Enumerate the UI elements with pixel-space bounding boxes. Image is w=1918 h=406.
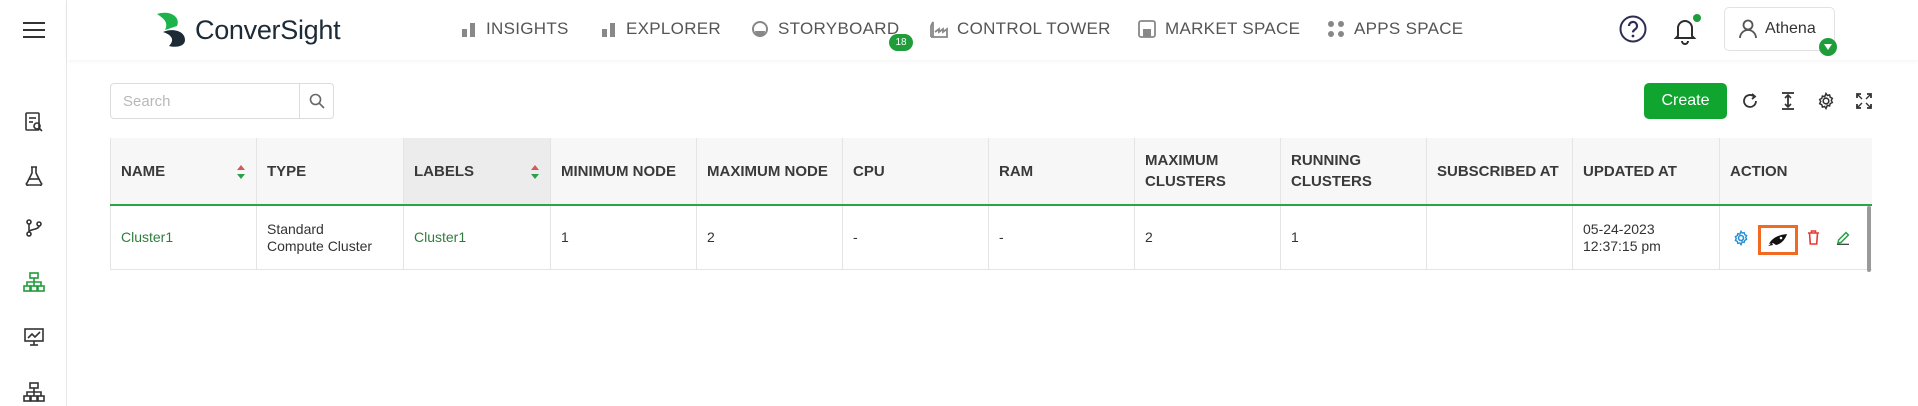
clusters-table: NAME TYPE LABELS MINIMUM NODE MAXIMUM NO…: [110, 138, 1872, 270]
table-row[interactable]: Cluster1 Standard Compute Cluster Cluste…: [110, 206, 1872, 270]
edit-pencil-icon[interactable]: [1835, 206, 1851, 269]
settings-gear-icon[interactable]: [1815, 90, 1837, 112]
cell-ram: -: [989, 206, 1135, 269]
nav-insights[interactable]: INSIGHTS: [461, 19, 569, 39]
nav-label: CONTROL TOWER: [957, 19, 1111, 38]
grid-icon: [1328, 21, 1344, 37]
top-header: [67, 0, 1918, 60]
nav-label: STORYBOARD: [778, 19, 900, 38]
column-header-minimum-node: MINIMUM NODE: [551, 138, 697, 204]
search-icon: [309, 93, 325, 109]
nav-label: EXPLORER: [626, 19, 721, 38]
nav-label: INSIGHTS: [486, 19, 569, 38]
sitemap-icon[interactable]: [20, 378, 48, 406]
nav-explorer[interactable]: EXPLORER: [601, 19, 721, 39]
column-header-subscribed-at: SUBSCRIBED AT: [1427, 138, 1573, 204]
nav-control-tower[interactable]: CONTROL TOWER: [930, 19, 1111, 39]
store-icon: [1138, 20, 1156, 38]
nav-storyboard[interactable]: STORYBOARD: [751, 19, 899, 39]
bar-chart-icon: [462, 23, 475, 37]
cell-running-clusters: 1: [1281, 206, 1427, 269]
column-header-type: TYPE: [257, 138, 404, 204]
column-header-labels[interactable]: LABELS: [404, 138, 551, 204]
search-input[interactable]: [111, 84, 299, 118]
column-header-action: ACTION: [1730, 162, 1788, 180]
delete-icon[interactable]: [1805, 206, 1821, 269]
cell-maximum-clusters: 2: [1135, 206, 1281, 269]
presentation-chart-icon[interactable]: [20, 323, 48, 351]
notification-bell-icon[interactable]: [1671, 15, 1699, 45]
cell-subscribed-at: [1427, 206, 1573, 269]
deploy-rocket-button[interactable]: [1758, 225, 1798, 255]
cell-labels[interactable]: Cluster1: [404, 206, 551, 269]
configure-gear-icon[interactable]: [1732, 206, 1750, 269]
table-header: NAME TYPE LABELS MINIMUM NODE MAXIMUM NO…: [110, 138, 1872, 206]
cell-maximum-node: 2: [697, 206, 843, 269]
git-branch-icon[interactable]: [20, 214, 48, 242]
cell-updated-at: 05-24-2023 12:37:15 pm: [1573, 206, 1720, 269]
refresh-icon[interactable]: [1739, 90, 1761, 112]
user-icon: [1739, 19, 1757, 39]
column-header-updated-at: UPDATED AT: [1573, 138, 1720, 204]
cell-minimum-node: 1: [551, 206, 697, 269]
report-search-icon[interactable]: [20, 108, 48, 136]
user-name: Athena: [1765, 20, 1816, 37]
cell-type: Standard Compute Cluster: [257, 206, 404, 269]
flask-icon[interactable]: [20, 162, 48, 190]
search-button[interactable]: [299, 84, 333, 118]
logo-text: ConverSight: [195, 14, 341, 45]
column-header-maximum-node: MAXIMUM NODE: [697, 138, 843, 204]
column-header-maximum-clusters: MAXIMUM CLUSTERS: [1135, 138, 1281, 204]
menu-icon[interactable]: [20, 16, 48, 44]
nav-label: APPS SPACE: [1354, 19, 1464, 38]
user-menu[interactable]: Athena: [1724, 7, 1835, 51]
storyboard-icon: [752, 21, 768, 37]
nav-market-space[interactable]: MARKET SPACE: [1138, 19, 1300, 39]
sidebar: [0, 0, 67, 406]
sort-icon[interactable]: [236, 164, 246, 180]
column-header-cpu: CPU: [843, 138, 989, 204]
column-header-running-clusters: RUNNING CLUSTERS: [1281, 138, 1427, 204]
hierarchy-icon[interactable]: [20, 268, 48, 296]
factory-icon: [930, 21, 948, 38]
nav-apps-space[interactable]: APPS SPACE: [1327, 19, 1463, 39]
create-button[interactable]: Create: [1644, 83, 1727, 119]
conversight-logo-icon: [157, 12, 185, 47]
sort-icon[interactable]: [530, 164, 540, 180]
notification-dot: [1693, 14, 1701, 22]
column-header-name[interactable]: NAME: [110, 138, 257, 204]
nav-label: MARKET SPACE: [1165, 19, 1301, 38]
search-box: [110, 83, 334, 119]
cell-cpu: -: [843, 206, 989, 269]
storyboard-count-badge: 18: [889, 34, 913, 51]
column-height-icon[interactable]: [1777, 90, 1799, 112]
column-header-ram: RAM: [989, 138, 1135, 204]
cell-name[interactable]: Cluster1: [110, 206, 257, 269]
help-icon[interactable]: [1619, 15, 1647, 43]
bar-chart-icon: [602, 23, 615, 37]
fullscreen-icon[interactable]: [1853, 90, 1875, 112]
rocket-icon: [1768, 234, 1787, 246]
user-caret-icon[interactable]: [1819, 38, 1837, 56]
logo[interactable]: ConverSight: [151, 12, 341, 48]
table-scrollbar[interactable]: [1867, 206, 1871, 272]
